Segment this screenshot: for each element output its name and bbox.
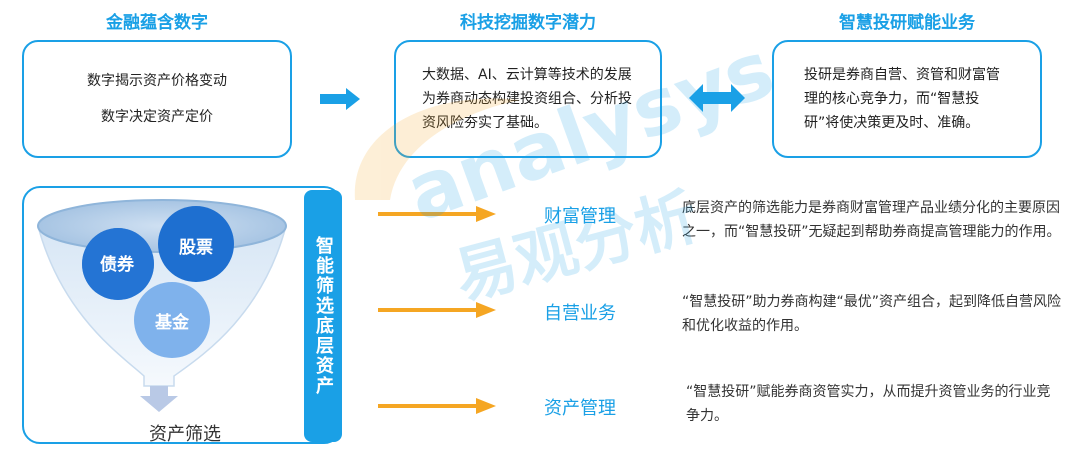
- arrow-right-icon: [378, 206, 496, 222]
- box-line: 数字决定资产定价: [101, 109, 213, 125]
- arrow-right-icon: [320, 88, 360, 110]
- arrow-right-icon: [378, 398, 496, 414]
- box-text: 投研是券商自营、资管和财富管理的核心竞争力，而“智慧投研”将使决策更及时、准确。: [804, 67, 1000, 131]
- side-label: 智能筛选底层资产: [304, 190, 342, 442]
- row-label-asset-mgmt: 资产管理: [544, 398, 616, 419]
- side-label-text: 智能筛选底层资产: [313, 236, 334, 396]
- watermark-chinese: 易观分析: [447, 179, 705, 314]
- title-tech-potential: 科技挖掘数字潜力: [460, 13, 596, 33]
- row-text-wealth: 底层资产的筛选能力是券商财富管理产品业绩分化的主要原因之一，而“智慧投研”无疑起…: [682, 200, 1061, 240]
- title-finance-digits: 金融蕴含数字: [106, 13, 208, 33]
- funnel-graphic: [37, 199, 287, 412]
- row-text-proprietary: “智慧投研”助力券商构建“最优”资产组合，起到降低自营风险和优化收益的作用。: [682, 294, 1062, 334]
- bubble-bonds: 债券: [100, 255, 134, 275]
- bubble-funds: 基金: [155, 313, 189, 333]
- funnel-output-label: 资产筛选: [149, 424, 221, 445]
- row-text-asset-mgmt: “智慧投研”赋能券商资管实力，从而提升资管业务的行业竞争力。: [686, 384, 1051, 424]
- bubble-stocks: 股票: [179, 238, 213, 258]
- box-finance-digits: 数字揭示资产价格变动 数字决定资产定价: [22, 40, 292, 158]
- box-tech-potential: 大数据、AI、云计算等技术的发展为券商动态构建投资组合、分析投资风险夯实了基础。: [394, 40, 662, 158]
- box-line: 数字揭示资产价格变动: [87, 73, 227, 89]
- double-arrow-icon: [689, 84, 745, 112]
- box-smart-research: 投研是券商自营、资管和财富管理的核心竞争力，而“智慧投研”将使决策更及时、准确。: [772, 40, 1042, 158]
- arrow-right-icon: [378, 302, 496, 318]
- row-label-proprietary: 自营业务: [544, 303, 616, 324]
- title-smart-research: 智慧投研赋能业务: [839, 13, 975, 33]
- row-label-wealth: 财富管理: [544, 206, 616, 227]
- box-text: 大数据、AI、云计算等技术的发展为券商动态构建投资组合、分析投资风险夯实了基础。: [422, 67, 632, 131]
